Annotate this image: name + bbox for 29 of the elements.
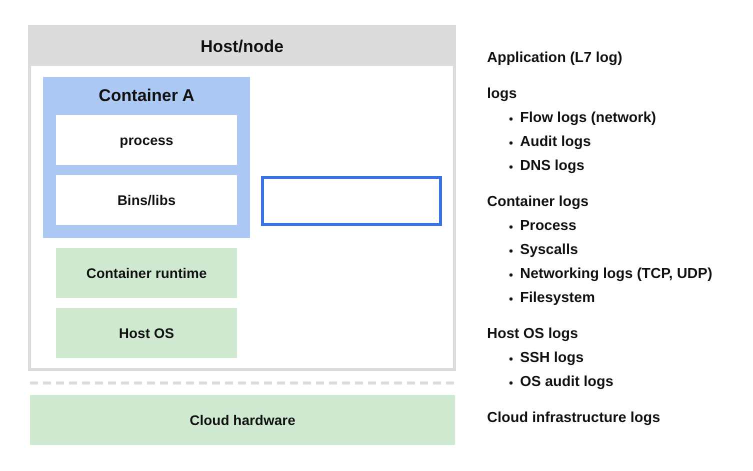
list-item: DNS logs: [520, 157, 584, 175]
os-block: [56, 308, 237, 358]
list-item: OS audit logs: [520, 373, 614, 391]
outlined-frame: [261, 176, 442, 226]
list-heading: Container logs: [487, 193, 589, 211]
host-panel: [28, 25, 456, 371]
list-item: Process: [520, 217, 576, 235]
process-block: [56, 115, 237, 165]
list-item: Networking logs (TCP, UDP): [520, 265, 712, 283]
library-block: [56, 175, 237, 225]
node-label: Cloud hardware: [190, 412, 296, 428]
node-label: process: [120, 132, 174, 148]
list-item: Syscalls: [520, 241, 578, 259]
list-item: Audit logs: [520, 133, 591, 151]
node-label: Bins/libs: [117, 192, 176, 208]
node-title: Host/node: [31, 28, 453, 66]
hardware-block: [30, 395, 455, 445]
list-heading: logs: [487, 85, 517, 103]
list-heading: Host OS logs: [487, 325, 578, 343]
node-label: Host OS: [118, 325, 174, 341]
container-panel: [43, 77, 250, 238]
list-heading: Cloud infrastructure logs: [487, 409, 660, 427]
list-heading: Application (L7 log): [487, 49, 622, 67]
runtime-block: [56, 248, 237, 298]
node-title: Container A: [98, 86, 194, 106]
list-item: SSH logs: [520, 349, 584, 367]
list-item: Filesystem: [520, 289, 595, 307]
node-label: Container runtime: [86, 265, 207, 281]
list-item: Flow logs (network): [520, 109, 656, 127]
